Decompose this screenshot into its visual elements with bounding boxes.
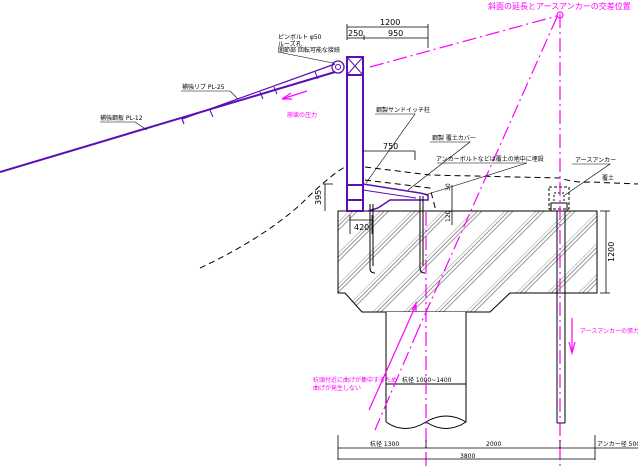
plate-label: 補強鋼板 PL-12 (100, 114, 143, 122)
rib-label: 補強リブ PL-25 (182, 83, 225, 91)
ground-line-right (364, 166, 638, 185)
dim-950: 950 (388, 29, 403, 38)
dim-120: 120 (445, 210, 452, 222)
magenta-lines (281, 11, 576, 466)
leader-lines (100, 51, 611, 196)
dimension-lines (323, 24, 638, 460)
earth-anchor-head (548, 186, 570, 424)
dim-2000: 2000 (486, 441, 501, 448)
cover-outline (364, 179, 437, 212)
dim-1200-top: 1200 (380, 18, 400, 27)
top-note: 斜面の延長とアースアンカーの交差位置 (488, 1, 631, 11)
earth-anchor-label: アースアンカー (575, 157, 616, 164)
joint-label: 関節部 回転可能な接続 (278, 46, 340, 54)
moment-note-2: 曲げが発生しない (313, 384, 361, 392)
anchor-bolts (369, 196, 426, 274)
steel-column (346, 56, 429, 212)
slope-members (0, 60, 345, 173)
dim-30: 30 (445, 183, 452, 191)
slope-force-label: 崩壊の圧力 (287, 111, 317, 119)
dim-395: 395 (314, 190, 323, 205)
pin-bolt-label: ピンボルト φ50 (278, 33, 322, 41)
loose-hole-label: ルーズ孔 (278, 40, 302, 48)
dim-anchor-diameter: アンカー径 500 (597, 440, 638, 448)
pile-label: 杭径 1000~1400 (402, 376, 452, 384)
dim-250: 250 (348, 29, 363, 38)
anchor-force-label: アースアンカーの張力 (580, 327, 638, 335)
moment-note-1: 杭頭付近に曲げが集中するため (313, 376, 397, 384)
dim-pile-width: 杭径 1300 (370, 440, 399, 448)
dim-3800: 3800 (460, 453, 475, 460)
dim-420: 420 (354, 223, 369, 232)
ground-label: 覆土 (602, 174, 614, 182)
anchor-bolt-label: アンカーボルトなどは覆土の地中に埋設 (436, 155, 544, 163)
column-label: 鋼製サンドイッチ柱 (376, 106, 430, 114)
dim-750: 750 (383, 142, 398, 151)
ground-line-left (199, 166, 346, 269)
cover-label: 鋼製 覆土カバー (432, 134, 476, 142)
dim-1200-right: 1200 (607, 242, 616, 262)
